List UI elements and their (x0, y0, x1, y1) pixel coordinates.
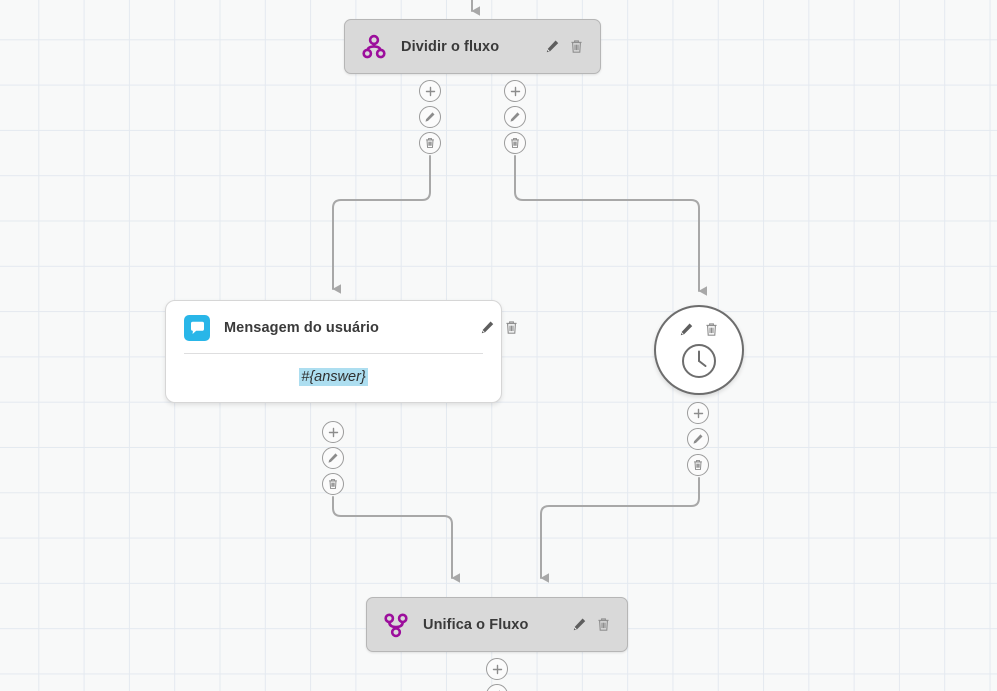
add-node-button[interactable] (486, 658, 508, 680)
node-dividir-o-fluxo[interactable]: Dividir o fluxo (344, 19, 601, 74)
edit-connection-button[interactable] (504, 106, 526, 128)
node-actions[interactable] (679, 322, 719, 338)
delete-connection-button[interactable] (504, 132, 526, 154)
node-body: #{answer} (166, 354, 501, 402)
clock-icon (680, 342, 718, 380)
connector-split-left[interactable] (419, 80, 441, 154)
connector-delay-output[interactable] (687, 402, 709, 476)
node-delay-timer[interactable] (654, 305, 744, 395)
node-title: Unifica o Fluxo (423, 616, 529, 633)
delete-connection-button[interactable] (322, 473, 344, 495)
add-node-button[interactable] (419, 80, 441, 102)
variable-token: #{answer} (299, 368, 368, 386)
add-node-button[interactable] (322, 421, 344, 443)
delete-trash-icon[interactable] (504, 320, 519, 336)
chat-bubble-icon (184, 315, 210, 341)
delete-connection-button[interactable] (687, 454, 709, 476)
edit-pencil-icon[interactable] (679, 322, 694, 338)
edit-connection-button[interactable] (486, 684, 508, 691)
connector-merge-output[interactable] (486, 658, 508, 691)
merge-flow-icon (383, 612, 409, 638)
edit-pencil-icon[interactable] (545, 39, 560, 55)
edit-connection-button[interactable] (419, 106, 441, 128)
edit-pencil-icon[interactable] (480, 320, 495, 336)
node-header: Mensagem do usuário (166, 301, 537, 353)
edge-split-left-to-message (332, 155, 431, 294)
edit-pencil-icon[interactable] (572, 617, 587, 633)
edge-message-to-merge (332, 496, 461, 583)
node-actions[interactable] (545, 39, 584, 55)
node-actions[interactable] (480, 320, 519, 336)
add-node-button[interactable] (687, 402, 709, 424)
node-divider (184, 353, 483, 354)
edit-connection-button[interactable] (322, 447, 344, 469)
node-title: Mensagem do usuário (224, 320, 379, 336)
delete-trash-icon[interactable] (596, 617, 611, 633)
delete-trash-icon[interactable] (704, 322, 719, 338)
split-flow-icon (361, 34, 387, 60)
node-mensagem-do-usuario[interactable]: Mensagem do usuário (165, 300, 517, 403)
connector-message-output[interactable] (322, 421, 344, 495)
edge-split-right-to-delay (514, 155, 708, 296)
add-node-button[interactable] (504, 80, 526, 102)
delete-connection-button[interactable] (419, 132, 441, 154)
connector-split-right[interactable] (504, 80, 526, 154)
node-actions[interactable] (572, 617, 611, 633)
node-unifica-o-fluxo[interactable]: Unifica o Fluxo (366, 597, 628, 652)
edit-connection-button[interactable] (687, 428, 709, 450)
edge-delay-to-merge (540, 477, 700, 583)
node-title: Dividir o fluxo (401, 38, 500, 55)
delete-trash-icon[interactable] (569, 39, 584, 55)
